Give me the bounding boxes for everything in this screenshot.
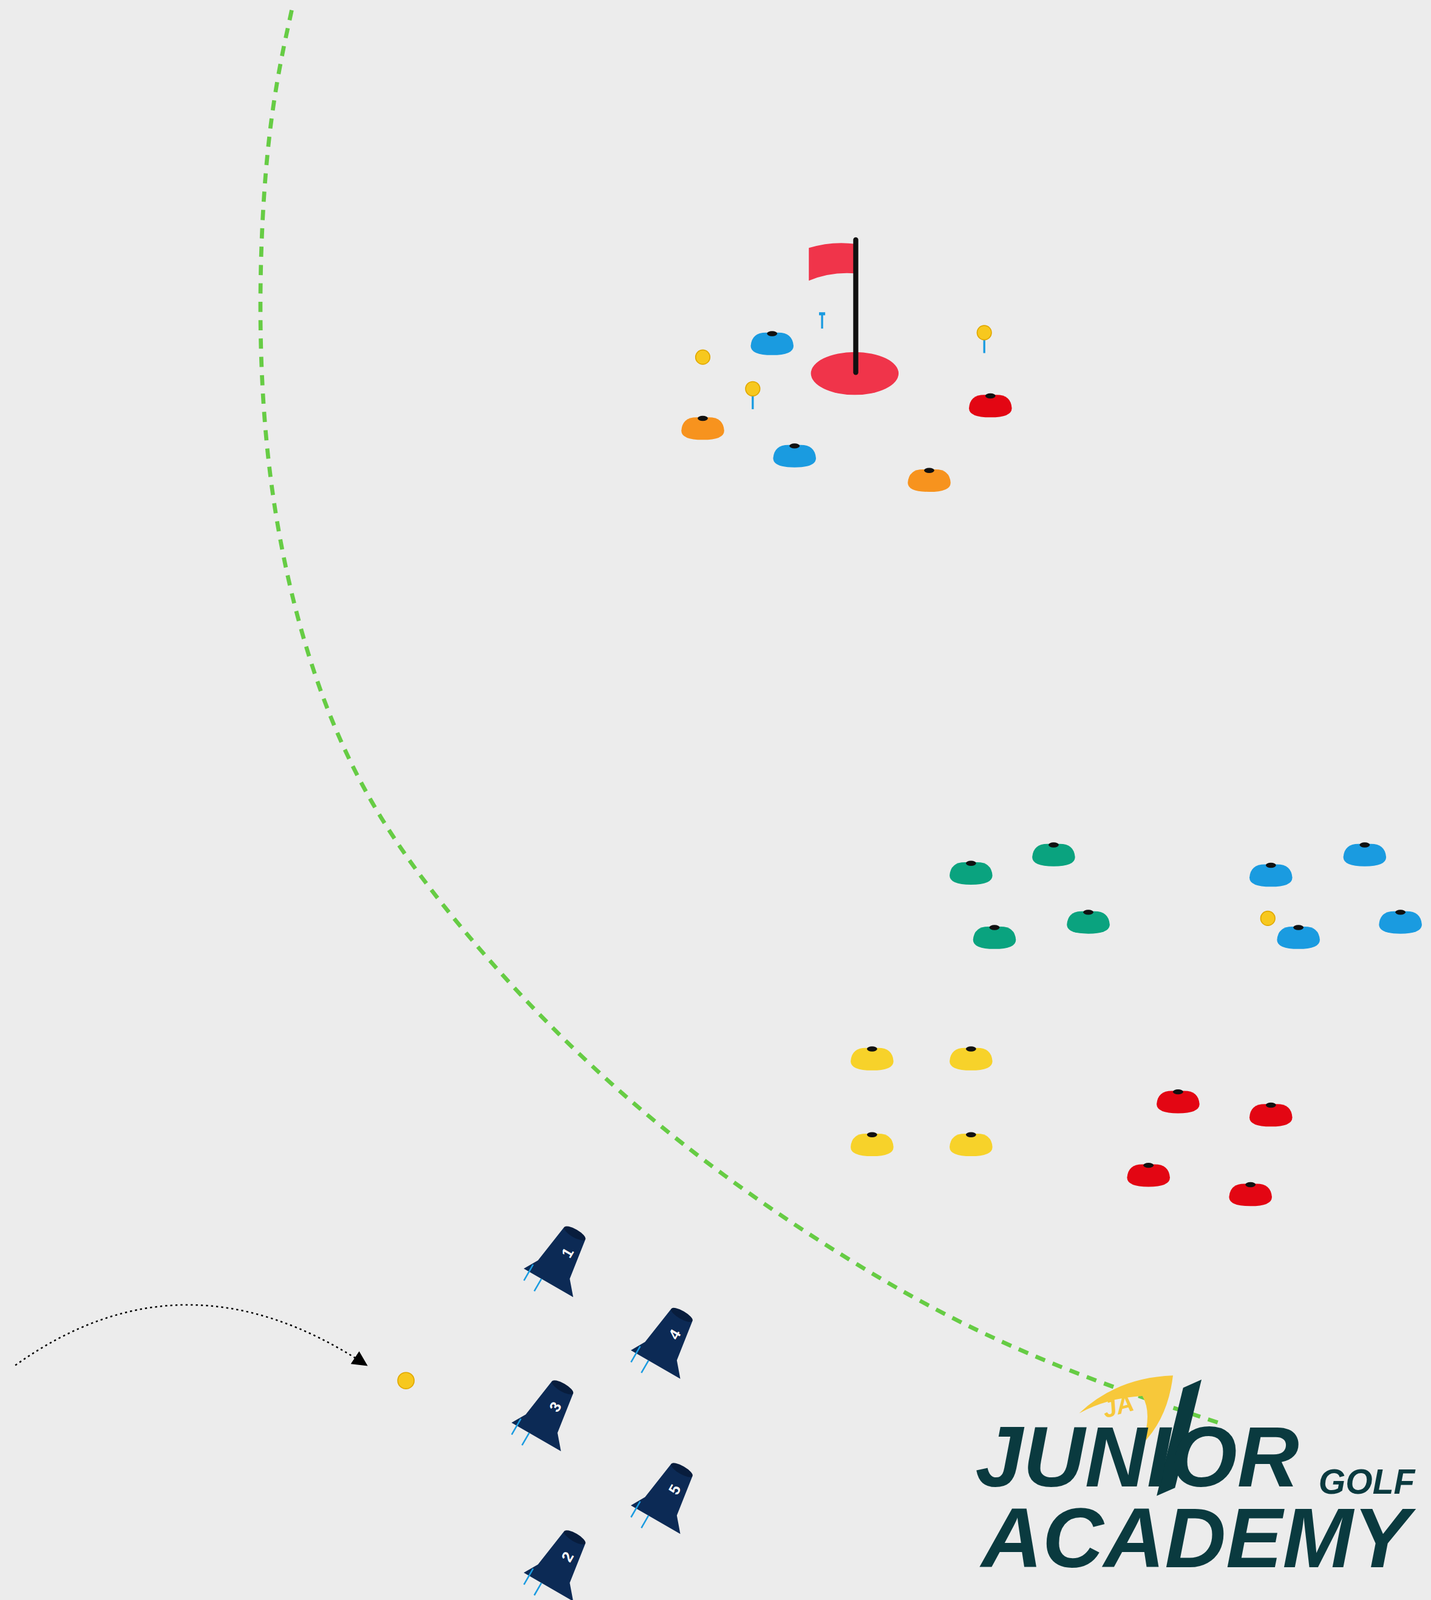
golf-bag bbox=[516, 1520, 604, 1600]
golf-bag bbox=[623, 1298, 711, 1391]
cone bbox=[949, 860, 993, 885]
golf-ball bbox=[745, 381, 761, 410]
logo-word: JUNIOR bbox=[975, 1414, 1300, 1500]
flag-pole bbox=[853, 239, 858, 373]
cone bbox=[1066, 909, 1110, 934]
cone bbox=[1249, 862, 1293, 887]
cone bbox=[681, 415, 725, 440]
shot-arc bbox=[15, 1304, 365, 1366]
cone bbox=[850, 1132, 894, 1156]
golf-bag bbox=[623, 1452, 711, 1546]
golf-ball bbox=[695, 349, 711, 365]
cone bbox=[1228, 1182, 1272, 1206]
cone bbox=[949, 1046, 993, 1070]
golf-ball bbox=[1260, 911, 1275, 926]
cone bbox=[850, 1046, 894, 1070]
cone bbox=[1032, 842, 1076, 866]
logo-word: ACADEMY bbox=[981, 1495, 1410, 1581]
tee bbox=[819, 312, 826, 316]
golf-bag bbox=[516, 1216, 604, 1309]
cone bbox=[1156, 1089, 1200, 1113]
cone bbox=[1343, 842, 1387, 866]
logo-word: GOLF bbox=[1318, 1463, 1416, 1499]
flag bbox=[808, 242, 856, 281]
cone bbox=[772, 443, 816, 467]
cone bbox=[750, 330, 794, 355]
golf-ball bbox=[976, 325, 992, 353]
cone bbox=[949, 1132, 993, 1156]
cone bbox=[907, 468, 951, 492]
tee bbox=[820, 314, 823, 330]
cone bbox=[1249, 1102, 1293, 1127]
cone bbox=[1126, 1162, 1170, 1187]
cone bbox=[1378, 909, 1422, 934]
golf-bag bbox=[504, 1370, 592, 1464]
golf-ball bbox=[397, 1372, 415, 1389]
cone bbox=[973, 924, 1017, 949]
boundary-arc bbox=[260, 10, 1224, 1425]
cone bbox=[1276, 924, 1320, 949]
cone bbox=[968, 393, 1013, 418]
